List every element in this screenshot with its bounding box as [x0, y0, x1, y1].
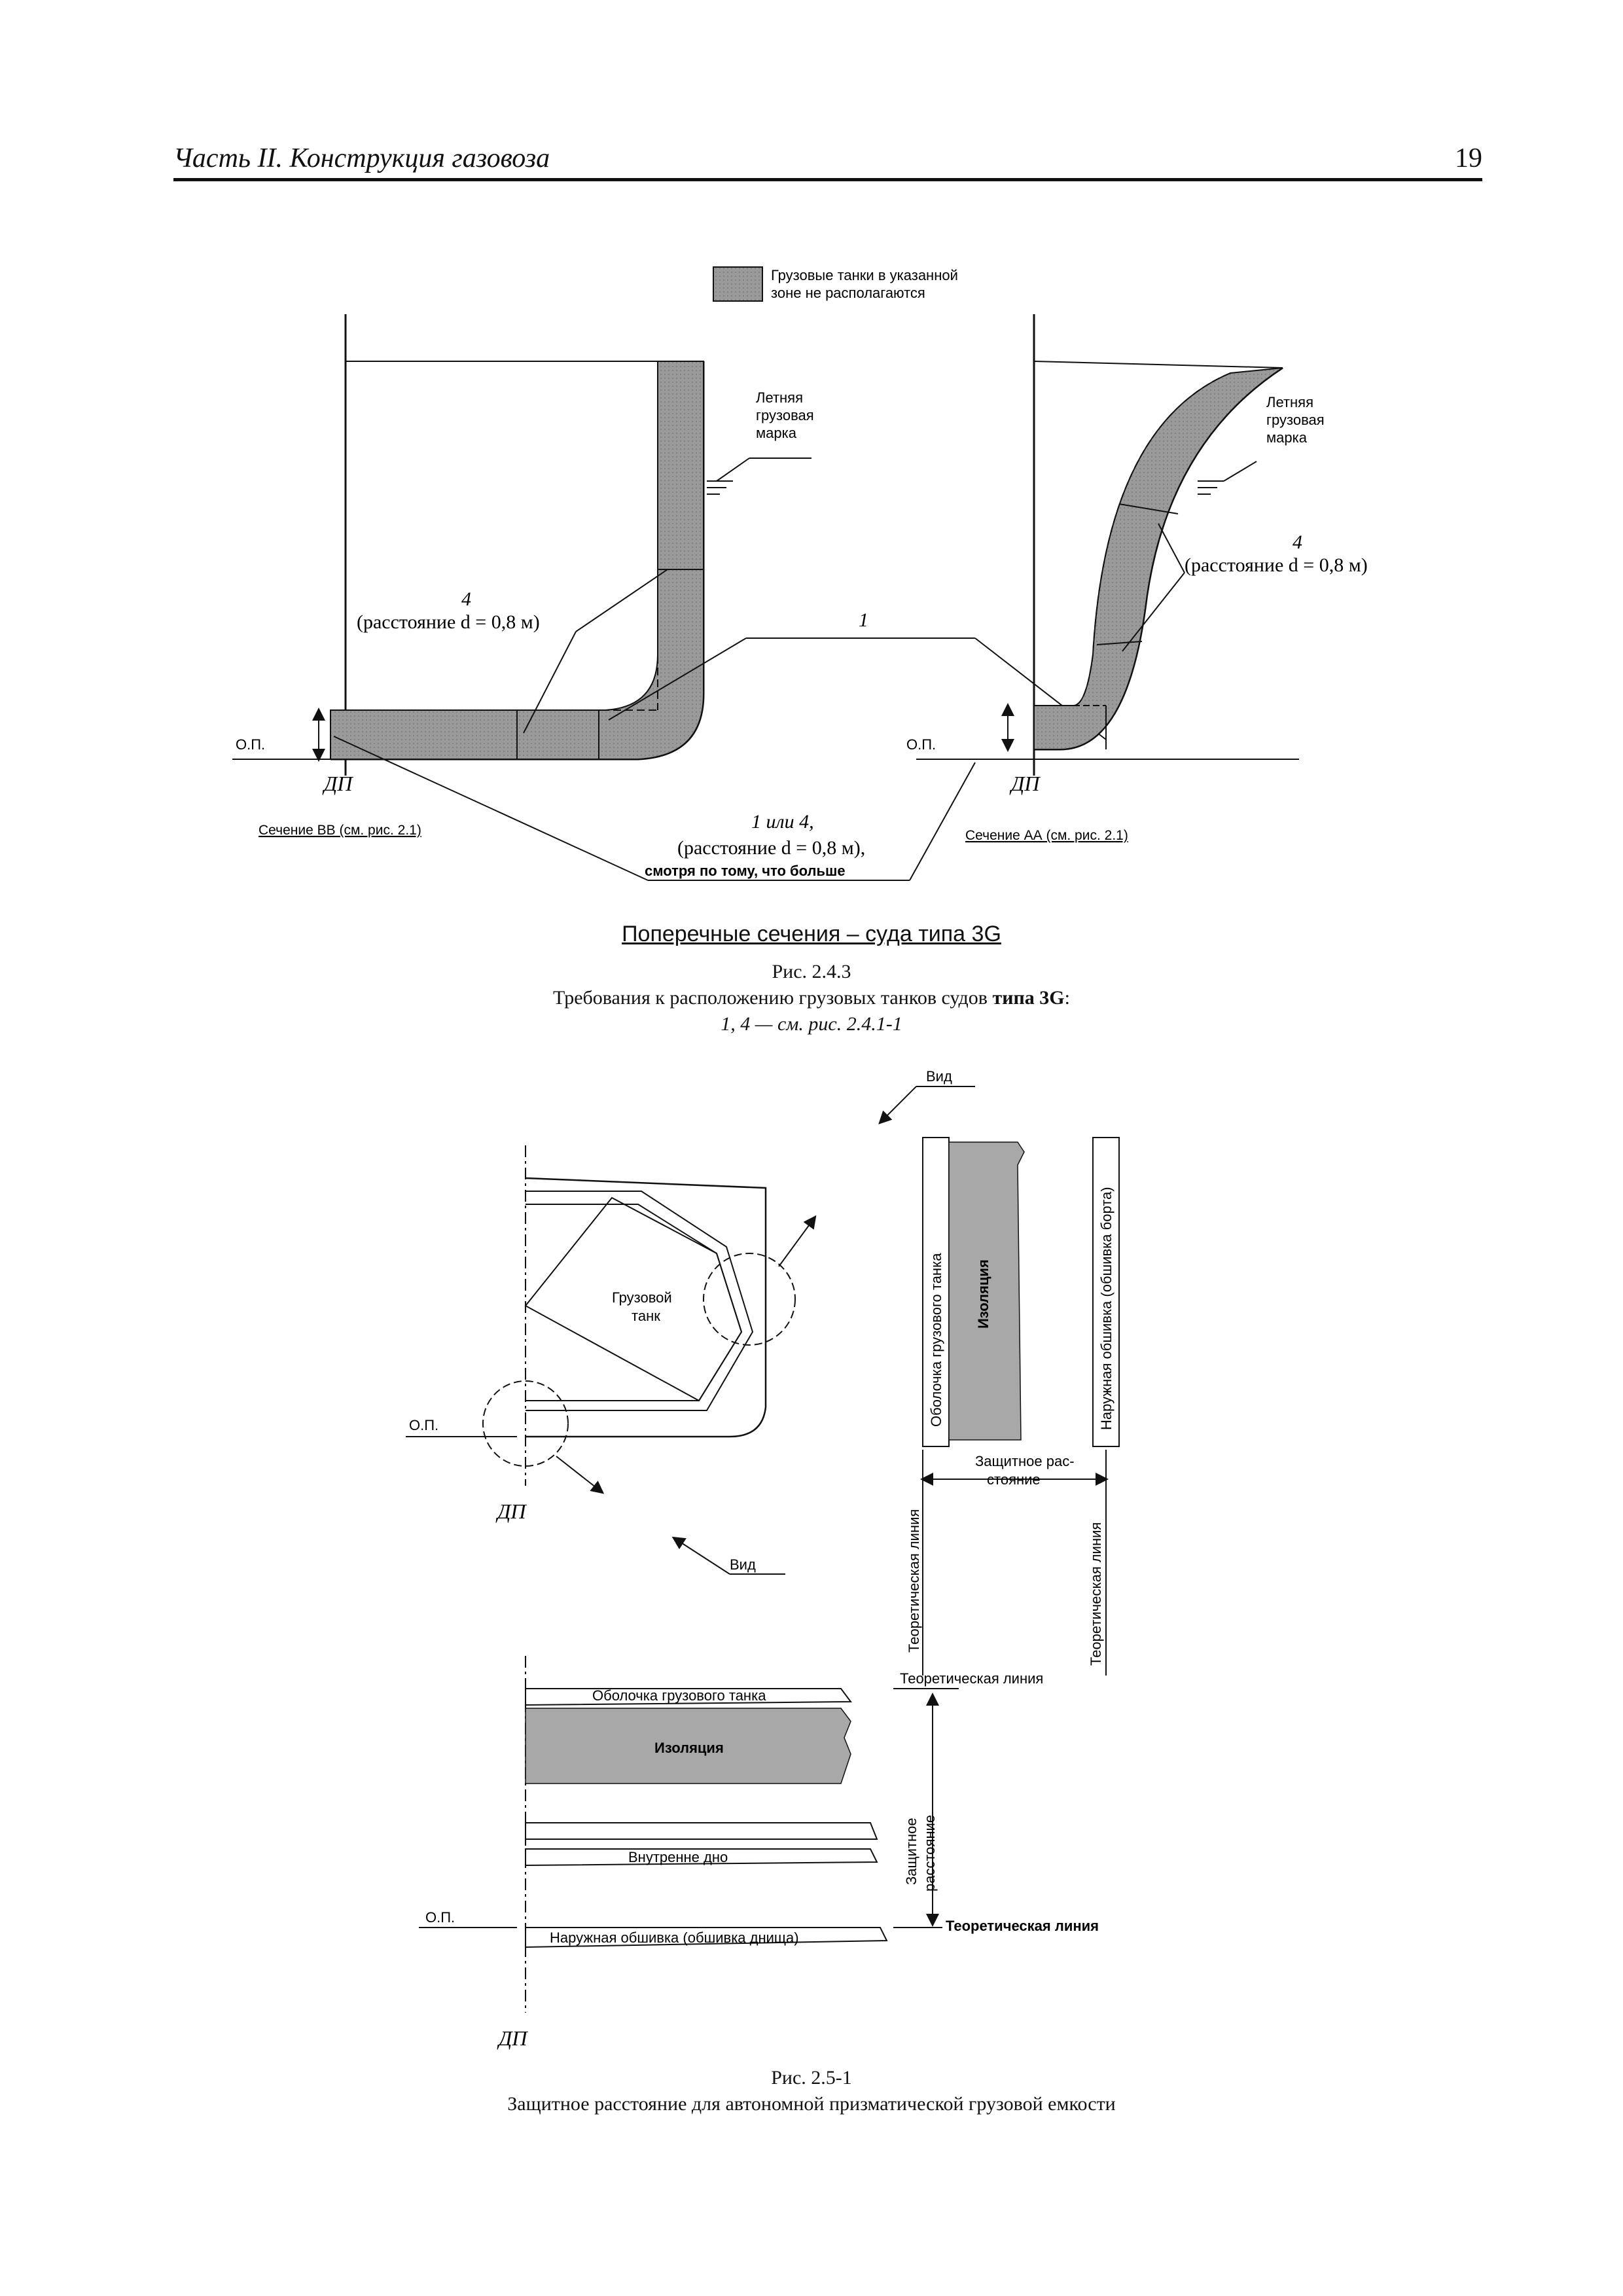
page-number: 19 [1455, 143, 1482, 173]
protective-distance-v2: расстояние [921, 1815, 938, 1892]
summer-mark-right-2: грузовая [1266, 412, 1325, 428]
view-label-lower: Вид [730, 1556, 756, 1573]
op-label-bottom: О.П. [425, 1909, 455, 1926]
distance-left: (расстояние d = 0,8 м) [357, 611, 540, 633]
dp-label-tank: ДП [495, 1499, 527, 1523]
outer-plating-bottom-label: Наружная обшивка (обшивка днища) [550, 1929, 799, 1946]
figure-243-refs: 1, 4 — см. рис. 2.4.1-1 [721, 1013, 902, 1035]
figure-243-caption: Рис. 2.4.3 Требования к расположению гру… [0, 959, 1623, 1037]
inner-bottom-label: Внутренне дно [628, 1849, 728, 1865]
op-label-right: О.П. [906, 736, 936, 753]
op-label-left: О.П. [236, 736, 265, 753]
figure-243-number: Рис. 2.4.3 [772, 961, 851, 982]
section-bb-label: Сечение ВВ (см. рис. 2.1) [259, 823, 421, 838]
legend-swatch [713, 266, 763, 302]
note-line-1: 1 или 4, [751, 811, 814, 833]
figure-251-number: Рис. 2.5-1 [771, 2067, 852, 2089]
outer-plating-side-vertical: Наружная обшивка (обшивка борта) [1098, 1187, 1115, 1430]
dp-label-bottom: ДП [497, 2026, 528, 2050]
page-header: Часть II. Конструкция газовоза 19 [173, 143, 1482, 182]
header-rule [173, 178, 1482, 181]
note-line-2: (расстояние d = 0,8 м), [677, 837, 865, 859]
bottom-detail-drawing [419, 1656, 959, 2013]
note-line-3: смотря по тому, что больше [645, 863, 846, 879]
tank-section-drawing [406, 1086, 975, 1575]
theoretical-line-lower: Теоретическая линия [946, 1918, 1099, 1934]
theoretical-line-left-vertical: Теоретическая линия [906, 1509, 922, 1653]
header-title: Часть II. Конструкция газовоза [173, 143, 550, 173]
dp-label-left: ДП [322, 772, 353, 795]
cargo-tank-label-2: танк [632, 1308, 660, 1324]
legend-text-2: зоне не располагаются [771, 285, 925, 301]
dp-label-right: ДП [1009, 772, 1041, 795]
figure-243-subtitle: Поперечные сечения – суда типа 3G [622, 922, 1001, 946]
op-label-tank: О.П. [409, 1417, 438, 1433]
label-4-left: 4 [461, 588, 471, 610]
theoretical-line-upper: Теоретическая линия [900, 1670, 1043, 1687]
label-4-right: 4 [1293, 531, 1302, 553]
section-aa-drawing [916, 314, 1299, 776]
label-1: 1 [859, 609, 868, 631]
section-bb-drawing [232, 314, 1107, 881]
insulation-horizontal: Изоляция [654, 1740, 724, 1756]
tank-shell-horizontal: Оболочка грузового танка [592, 1687, 766, 1704]
summer-mark-right-1: Летняя [1266, 394, 1313, 410]
tank-shell-vertical: Оболочка грузового танка [928, 1253, 944, 1427]
legend-text-1: Грузовые танки в указанной [771, 267, 958, 283]
summer-mark-left-1: Летняя [756, 389, 803, 406]
theoretical-line-right-vertical: Теоретическая линия [1088, 1522, 1104, 1666]
figure-243-text: Требования к расположению грузовых танко… [553, 987, 1070, 1009]
figure-251-caption: Рис. 2.5-1 Защитное расстояние для автон… [0, 2065, 1623, 2117]
distance-right: (расстояние d = 0,8 м) [1185, 554, 1368, 576]
figure-251-text: Защитное расстояние для автономной призм… [507, 2093, 1116, 2115]
summer-mark-left-3: марка [756, 425, 797, 441]
view-label-upper: Вид [926, 1068, 952, 1085]
summer-mark-right-3: марка [1266, 429, 1308, 446]
protective-distance-v1: Защитное [903, 1818, 919, 1885]
summer-mark-left-2: грузовая [756, 407, 814, 423]
side-detail-drawing [920, 1137, 1120, 1676]
section-aa-label: Сечение АА (см. рис. 2.1) [965, 828, 1128, 843]
cargo-tank-label-1: Грузовой [612, 1289, 672, 1306]
insulation-vertical: Изоляция [975, 1259, 991, 1329]
protective-distance-1: Защитное рас- [975, 1453, 1075, 1469]
protective-distance-2: стояние [987, 1471, 1041, 1488]
